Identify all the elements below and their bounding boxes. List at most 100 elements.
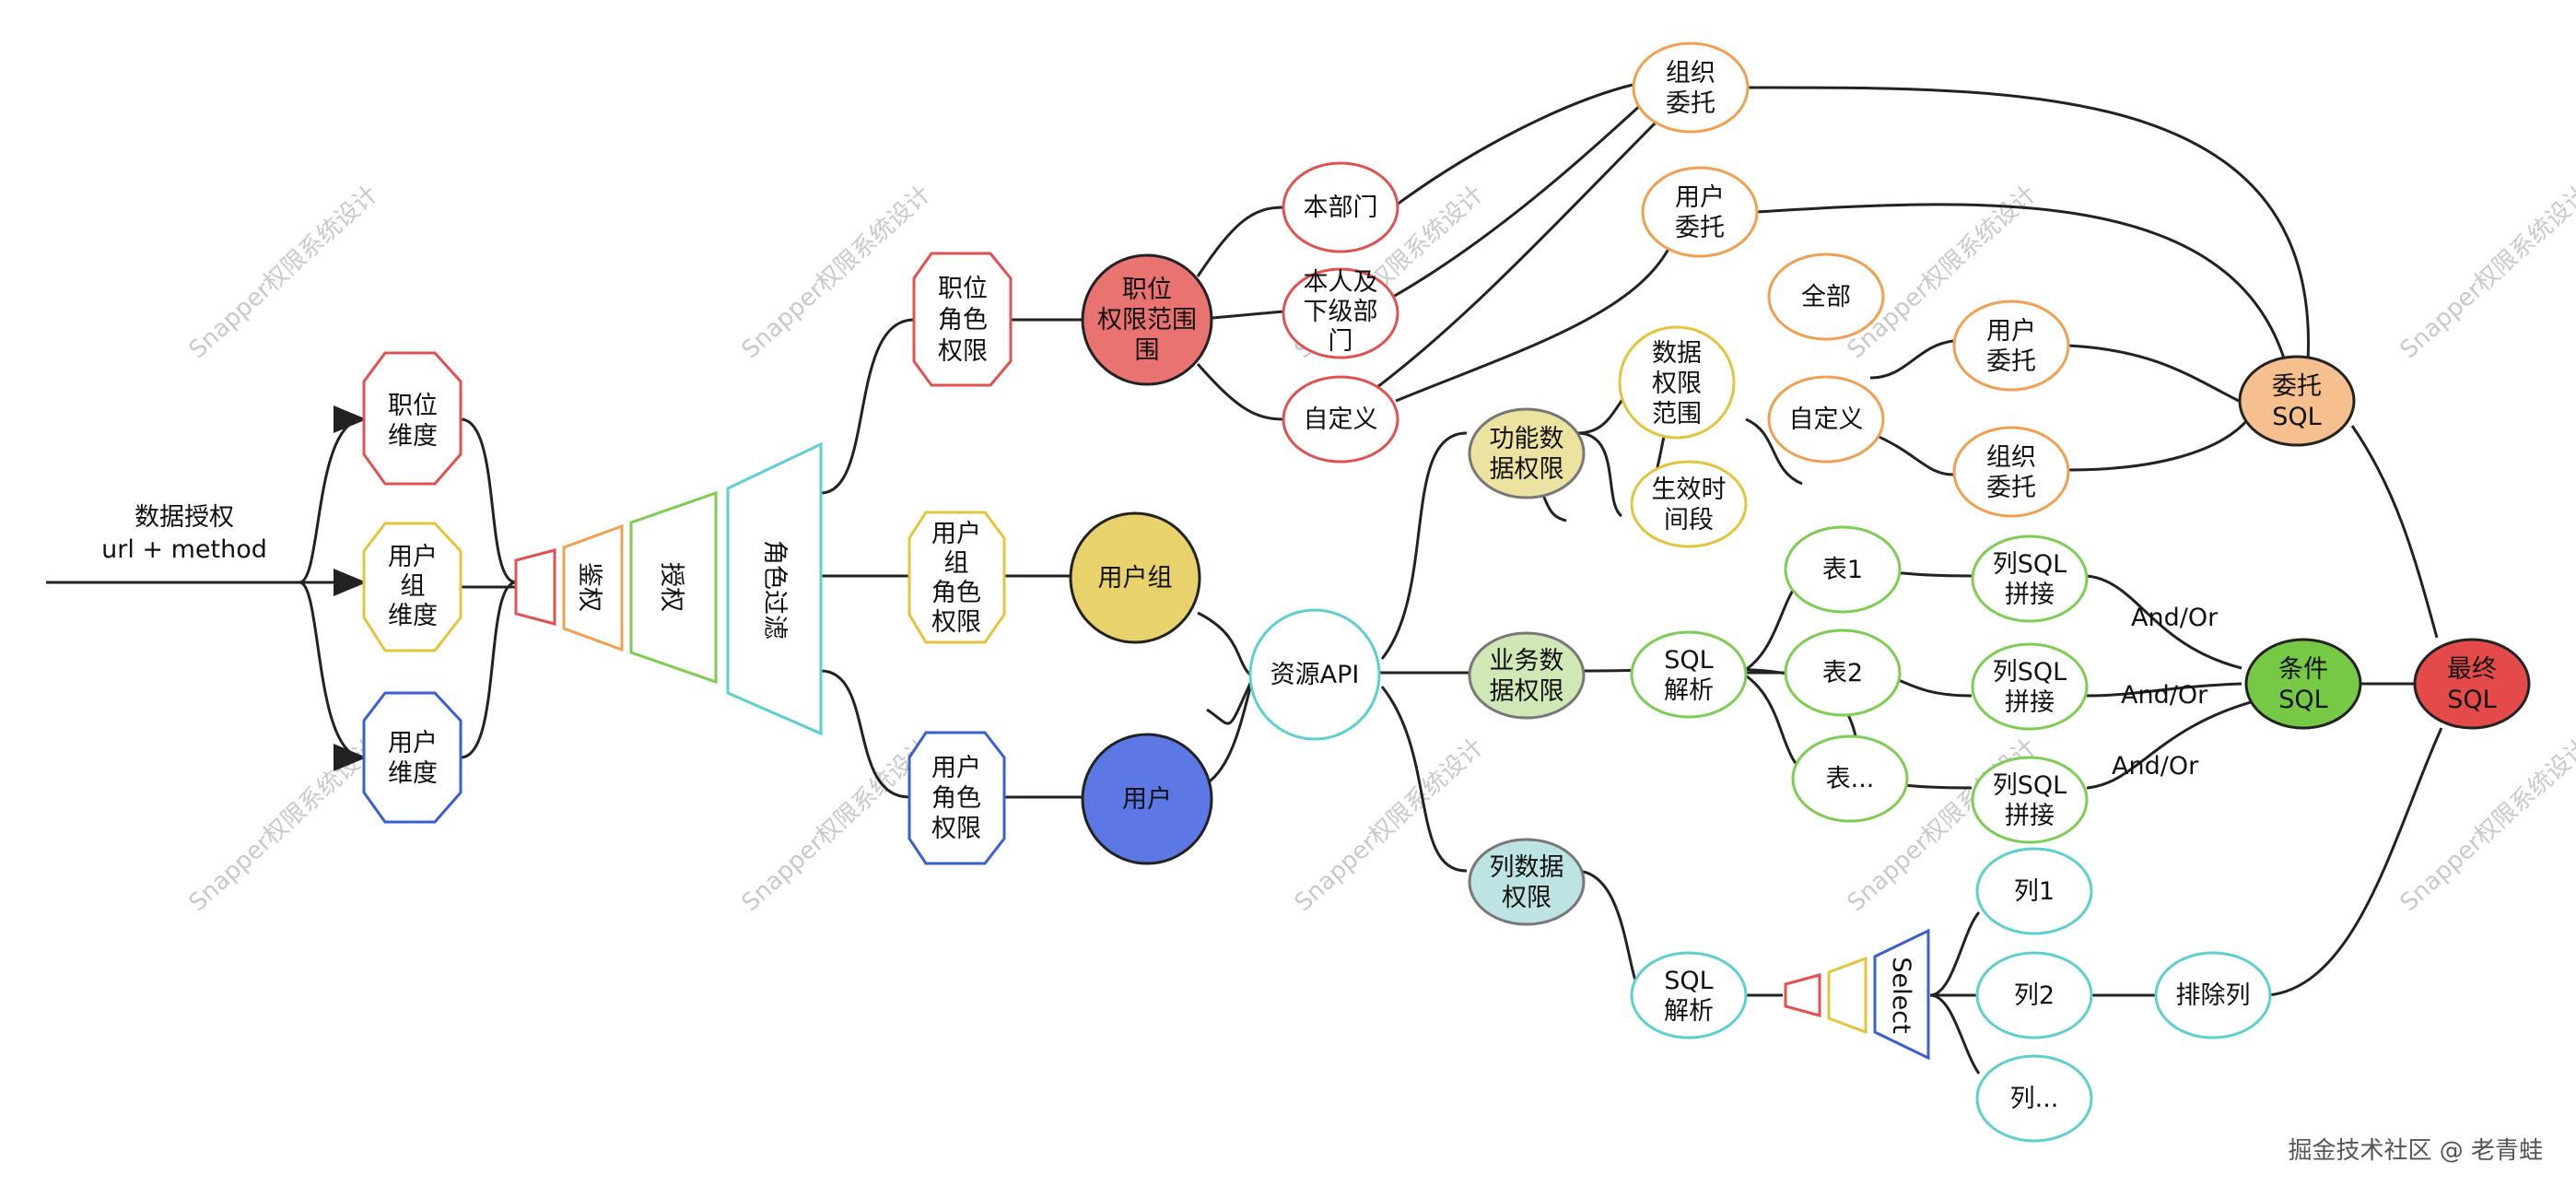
node-label: 生效时 <box>1652 476 1727 504</box>
column-sql-parse-node[interactable]: SQL 解析 <box>1630 951 1748 1039</box>
node-label: 拼接 <box>2005 581 2055 609</box>
final-sql-node[interactable]: 最终 SQL <box>2413 638 2531 730</box>
grant-label: 授权 <box>657 562 685 612</box>
node-label: 功能数 <box>1490 425 1564 453</box>
data-scope-user-delegation-node[interactable]: 用户 委托 <box>1952 299 2070 392</box>
function-permission-node[interactable]: 功能数 据权限 <box>1468 407 1586 499</box>
col-sql-node-3[interactable]: 列SQL 拼接 <box>1971 756 2089 844</box>
sql-parse-node[interactable]: SQL 解析 <box>1630 630 1748 719</box>
user-delegation-node[interactable]: 用户 委托 <box>1641 166 1759 258</box>
watermark: Snapper权限系统设计 <box>184 734 384 917</box>
watermark: Snapper权限系统设计 <box>737 181 937 364</box>
position-dimension-node[interactable]: 职位 维度 <box>362 351 463 486</box>
effective-time-node[interactable]: 生效时 间段 <box>1630 460 1748 548</box>
usergroup-dimension-node[interactable]: 用户 组 维度 <box>362 522 463 652</box>
usergroup-node[interactable]: 用户组 <box>1069 511 1201 644</box>
column-permission-node[interactable]: 列数据 权限 <box>1468 838 1586 926</box>
footer-credit: 掘金技术社区 @ 老青蛙 <box>2288 1137 2543 1165</box>
node-label: 权限 <box>931 815 981 843</box>
table-node-2[interactable]: 表2 <box>1784 628 1902 717</box>
node-label: SQL <box>1664 646 1713 675</box>
table-node-1[interactable]: 表1 <box>1784 525 1902 614</box>
watermark: Snapper权限系统设计 <box>737 734 937 917</box>
column-node-more[interactable]: 列... <box>1975 1054 2093 1143</box>
node-label: 用户 <box>931 754 981 782</box>
scope-self-sub-node[interactable]: 本人及 下级部 门 <box>1282 267 1399 359</box>
connector <box>1395 241 1674 403</box>
node-label: 资源API <box>1270 661 1360 689</box>
node-label: 列1 <box>2014 877 2055 906</box>
node-label: 委托 <box>1666 89 1715 118</box>
connector <box>2067 418 2250 472</box>
connector <box>1376 113 1665 389</box>
node-label: 条件 <box>2278 655 2328 684</box>
resource-api-node[interactable]: 资源API <box>1248 608 1381 741</box>
delegate-sql-node[interactable]: 委托 SQL <box>2238 355 2356 447</box>
node-label: 列2 <box>2014 981 2055 1010</box>
connector <box>1747 86 2310 362</box>
connector <box>460 417 517 584</box>
connector <box>2267 727 2443 997</box>
node-label: 全部 <box>1801 283 1851 311</box>
funnel-stage-role-filter <box>726 441 823 736</box>
user-dimension-node[interactable]: 用户 维度 <box>362 691 463 824</box>
node-label: 本部门 <box>1304 194 1378 222</box>
node-label: 职位 <box>388 392 438 420</box>
and-or-label: And/Or <box>2131 604 2219 632</box>
column-node-1[interactable]: 列1 <box>1975 847 2093 935</box>
node-label: 列SQL <box>1993 550 2067 579</box>
data-scope-org-delegation-node[interactable]: 组织 委托 <box>1952 426 2070 518</box>
data-scope-custom-node[interactable]: 自定义 <box>1767 375 1885 464</box>
node-label: 业务数 <box>1490 647 1564 675</box>
condition-sql-node[interactable]: 条件 SQL <box>2244 638 2362 730</box>
auth-label: 鉴权 <box>575 562 603 612</box>
data-scope-all-node[interactable]: 全部 <box>1767 252 1885 341</box>
node-label: 用户 <box>931 520 981 548</box>
select-label: Select <box>1887 957 1915 1033</box>
user-node[interactable]: 用户 <box>1081 733 1213 865</box>
scope-dept-node[interactable]: 本部门 <box>1282 161 1399 253</box>
col-sql-node-1[interactable]: 列SQL 拼接 <box>1971 534 2089 623</box>
connector <box>820 669 910 799</box>
connector <box>1196 205 1284 277</box>
input-label-line1: 数据授权 <box>135 503 234 532</box>
node-label: 自定义 <box>1789 405 1864 434</box>
column-node-2[interactable]: 列2 <box>1975 951 2093 1039</box>
node-label: 维度 <box>388 602 438 630</box>
table-node-more[interactable]: 表... <box>1791 734 1909 823</box>
node-label: 角色 <box>931 579 981 607</box>
connector <box>1869 431 1954 476</box>
node-label: 组织 <box>1986 443 2036 472</box>
user-role-permission-node[interactable]: 用户 角色 权限 <box>907 731 1006 865</box>
usergroup-role-permission-node[interactable]: 用户 组 角色 权限 <box>907 511 1006 644</box>
funnel-stage-auth <box>562 523 624 652</box>
position-role-permission-node[interactable]: 职位 角色 权限 <box>912 252 1013 387</box>
node-label: SQL <box>2278 686 2327 714</box>
node-label: 列SQL <box>1993 771 2067 800</box>
data-scope-node[interactable]: 数据 权限 范围 <box>1618 325 1736 440</box>
connector <box>1196 363 1284 421</box>
connector <box>1380 686 1468 873</box>
business-permission-node[interactable]: 业务数 据权限 <box>1468 631 1586 720</box>
org-delegation-node[interactable]: 组织 委托 <box>1632 41 1750 134</box>
position-scope-node[interactable]: 职位 权限范围 围 <box>1081 253 1213 386</box>
connector <box>2086 574 2242 670</box>
node-label: 列SQL <box>1993 658 2067 687</box>
node-label: 维度 <box>388 422 438 451</box>
col-sql-node-2[interactable]: 列SQL 拼接 <box>1971 642 2089 731</box>
node-label: 解析 <box>1664 997 1714 1026</box>
role-filter-label: 角色过滤 <box>760 540 789 640</box>
node-label: 用户 <box>1675 183 1725 212</box>
node-label: 权限 <box>1502 884 1551 912</box>
connector <box>1575 869 1642 992</box>
exclude-column-node[interactable]: 排除列 <box>2154 951 2272 1039</box>
node-label: SQL <box>2447 686 2496 714</box>
connector <box>299 405 367 584</box>
node-label: 委托 <box>2272 372 2322 401</box>
and-or-label: And/Or <box>2121 681 2208 710</box>
scope-custom-node[interactable]: 自定义 <box>1282 375 1399 464</box>
node-label: 范围 <box>1652 400 1702 429</box>
connector <box>1380 431 1468 660</box>
node-label: 用户 <box>388 729 438 757</box>
node-label: 解析 <box>1664 676 1714 705</box>
